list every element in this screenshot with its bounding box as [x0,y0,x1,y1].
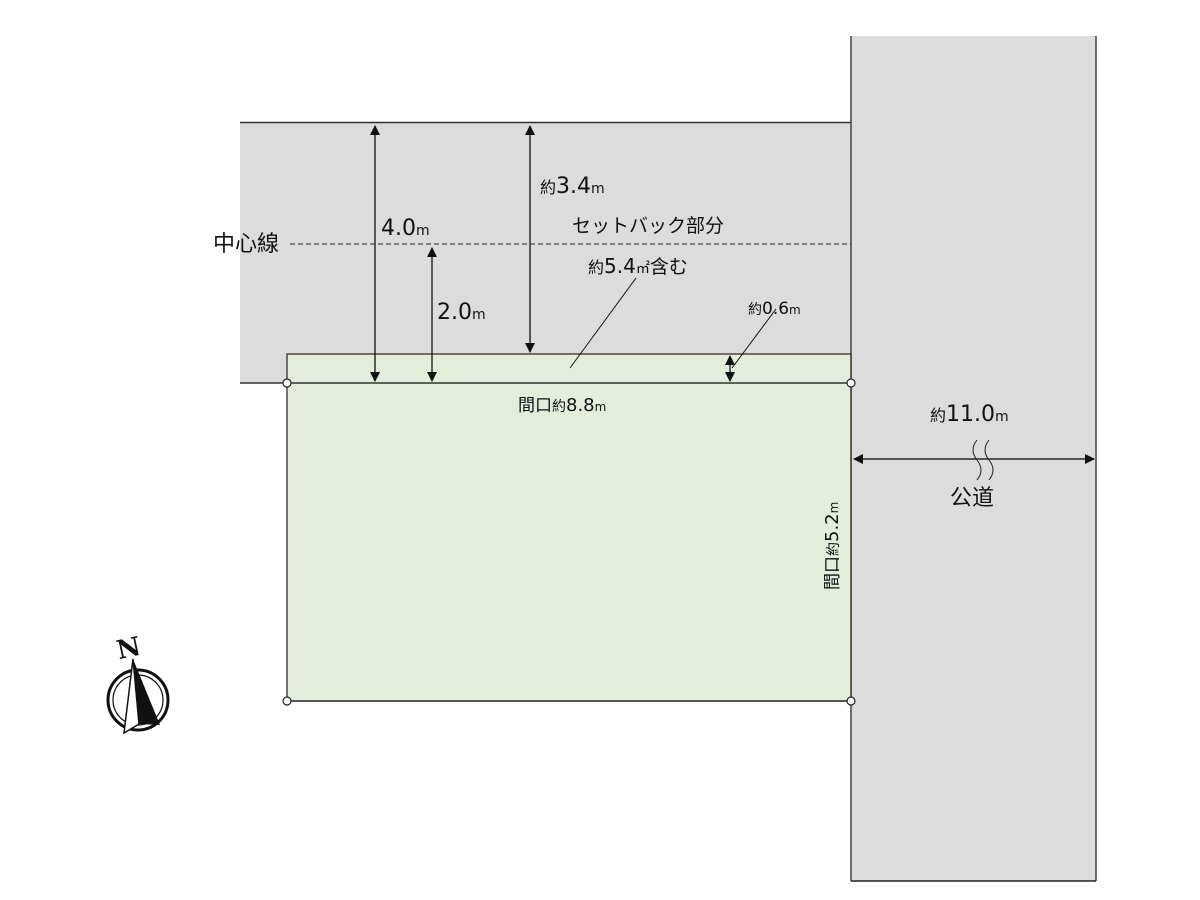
north-road [240,121,851,384]
setback-depth-label: 約0.6m [748,299,801,319]
public-road-label: 公道 [950,486,995,511]
setback-depth-leader [731,308,777,369]
corner-points [282,378,856,706]
lot [286,353,852,702]
setback-title: セットバック部分 [572,215,725,237]
break-mark [972,439,994,481]
setback-area-label: 約5.4㎡含む [588,254,688,278]
road-width-label: 4.0m [381,216,430,241]
compass-n-letter: N [114,631,144,667]
compass-north-icon [106,658,170,735]
half-width-label: 2.0m [437,300,486,325]
center-line-label: 中心線 [213,232,280,257]
dist-to-lot-label: 約3.4m [540,174,605,199]
setback-leader [569,277,637,369]
public-road-width-label: 約11.0m [930,402,1009,427]
frontage-east-label: 間口約5.2m [822,501,843,590]
frontage-north-label: 間口約8.8m [518,395,607,416]
